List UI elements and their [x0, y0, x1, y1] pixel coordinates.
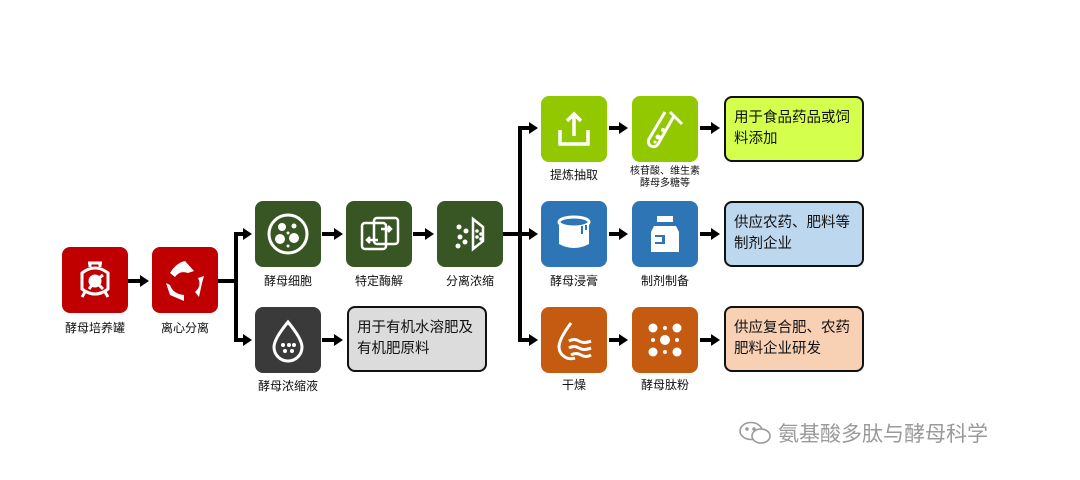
- paste-node: [541, 201, 607, 267]
- drop-icon: [272, 319, 304, 363]
- arrow: [243, 228, 252, 240]
- connector: [700, 232, 711, 236]
- connector: [609, 338, 619, 342]
- arrow: [334, 228, 343, 240]
- outcome-agrochem: 供应农药、肥料等制剂企业: [724, 201, 864, 267]
- liquid-node: [255, 307, 321, 373]
- liquid-label: 酵母浓缩液: [257, 379, 318, 393]
- arrow: [334, 334, 343, 346]
- outcome-text: 料添加: [734, 131, 778, 147]
- bottle-icon: [651, 216, 679, 252]
- arrow: [243, 334, 252, 346]
- tank-icon: [80, 261, 110, 298]
- extract-node: [541, 96, 607, 162]
- connector: [609, 232, 619, 236]
- connector: [609, 126, 619, 130]
- peptide-label: 酵母肽粉: [640, 378, 689, 392]
- watermark-text: 氨基酸多肽与酵母科学: [778, 422, 988, 446]
- connector: [518, 232, 529, 236]
- formulation-node: [632, 201, 698, 267]
- arrow: [711, 228, 720, 240]
- enzyme-node: [346, 201, 412, 267]
- connector: [700, 338, 711, 342]
- arrow: [529, 228, 538, 240]
- outcome-food: 用于食品药品或饲料添加: [724, 96, 864, 162]
- paste-label: 酵母浸膏: [549, 274, 598, 288]
- wechat-icon: [739, 421, 771, 444]
- formulation-label: 制剂制备: [640, 274, 689, 288]
- outcome-text: 用于有机水溶肥及: [357, 320, 473, 336]
- powder-icon: [648, 323, 682, 357]
- arrow: [711, 122, 720, 134]
- connector: [128, 279, 140, 283]
- arrow: [425, 228, 434, 240]
- tank-node: [62, 247, 128, 313]
- connector: [700, 126, 711, 130]
- centrifuge-node: [152, 247, 218, 313]
- connector: [234, 232, 244, 236]
- upload-icon: [558, 111, 590, 146]
- extract-label: 提炼抽取: [549, 168, 598, 182]
- nucleotide-label: 核苷酸、维生素酵母多糖等: [610, 166, 720, 190]
- connector: [322, 338, 334, 342]
- cells-node: [255, 201, 321, 267]
- outcome-text: 肥料企业研发: [734, 341, 821, 357]
- nucleotide-label-line: 酵母多糖等: [640, 178, 690, 189]
- arrow: [529, 334, 538, 346]
- filter-icon: [455, 216, 485, 252]
- connector: [322, 232, 334, 236]
- outcome-compound: 供应复合肥、农药肥料企业研发: [724, 306, 864, 372]
- drop-heat-icon: [557, 322, 592, 361]
- cells-icon: [267, 213, 309, 255]
- connector: [218, 279, 236, 283]
- swap-icon: [360, 216, 400, 251]
- outcome-text: 制剂企业: [734, 236, 792, 252]
- connector: [413, 232, 425, 236]
- outcome-text: 用于食品药品或饲: [734, 110, 850, 126]
- nucleotide-node: [632, 96, 698, 162]
- outcome-text: 供应农药、肥料等: [734, 215, 850, 231]
- tank-label: 酵母培养罐: [64, 321, 125, 335]
- arrow: [529, 122, 538, 134]
- arrow: [619, 228, 628, 240]
- recycle-icon: [166, 261, 204, 301]
- peptide-node: [632, 307, 698, 373]
- bucket-icon: [557, 215, 591, 248]
- cells-label: 酵母细胞: [263, 274, 312, 288]
- concentrate-node: [437, 201, 503, 267]
- arrow: [711, 334, 720, 346]
- connector: [234, 232, 238, 342]
- connector: [518, 338, 529, 342]
- connector: [234, 338, 244, 342]
- outcome-organic-fertilizer: 用于有机水溶肥及有机肥原料: [347, 306, 487, 372]
- arrow: [619, 334, 628, 346]
- outcome-text: 有机肥原料: [357, 341, 430, 357]
- test-tube-icon: [646, 110, 684, 149]
- concentrate-label: 分离浓缩: [445, 274, 494, 288]
- centrifuge-label: 离心分离: [160, 321, 209, 335]
- dry-label: 干燥: [561, 378, 586, 392]
- enzyme-label: 特定酶解: [354, 274, 403, 288]
- dry-node: [541, 307, 607, 373]
- nucleotide-label-line: 核苷酸、维生素: [630, 166, 700, 177]
- connector: [503, 232, 522, 236]
- outcome-text: 供应复合肥、农药: [734, 320, 850, 336]
- arrow: [140, 275, 149, 287]
- watermark: 氨基酸多肽与酵母科学: [738, 418, 988, 448]
- connector: [518, 126, 529, 130]
- arrow: [619, 122, 628, 134]
